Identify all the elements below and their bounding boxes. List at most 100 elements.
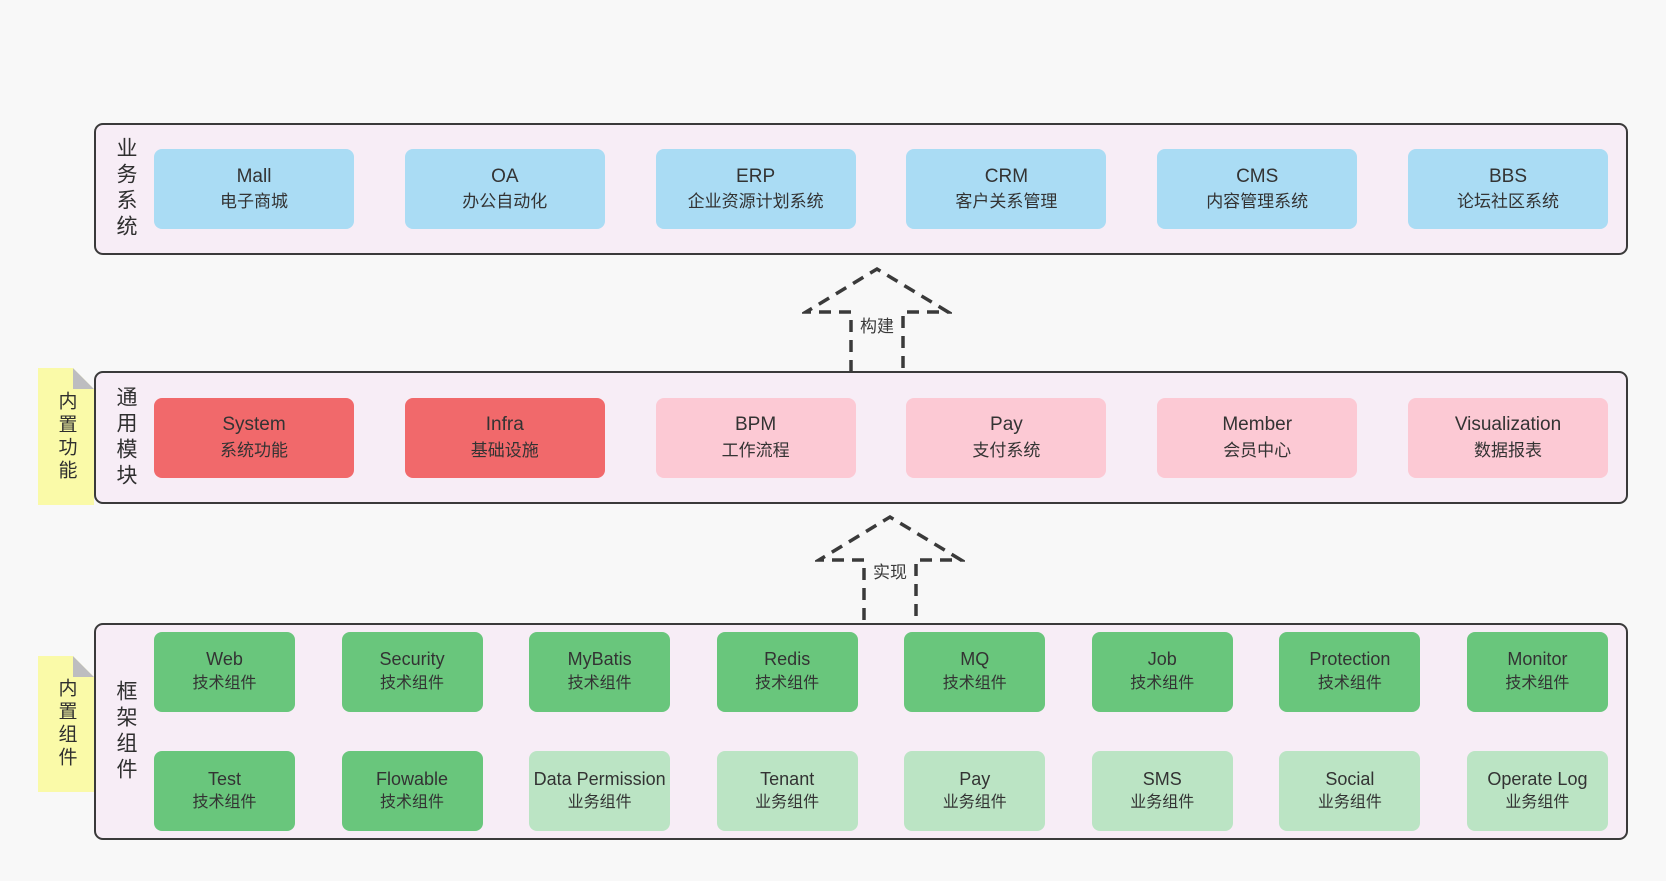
box-name: Data Permission bbox=[533, 768, 666, 789]
box-subtitle: 技术组件 bbox=[1505, 674, 1570, 692]
box-subtitle: 技术组件 bbox=[380, 794, 445, 812]
box-name: Pay bbox=[990, 414, 1023, 436]
box-subtitle: 技术组件 bbox=[1317, 674, 1382, 692]
box-subtitle: 业务组件 bbox=[942, 794, 1007, 812]
box-name: Redis bbox=[764, 649, 811, 670]
box-subtitle: 业务组件 bbox=[755, 794, 820, 812]
box-subtitle: 技术组件 bbox=[942, 674, 1007, 692]
box-pay-component: Pay 业务组件 bbox=[904, 751, 1046, 832]
sticky-note-builtin-components: 内置组件 bbox=[38, 656, 94, 792]
box-subtitle: 内容管理系统 bbox=[1206, 192, 1309, 212]
box-system: System 系统功能 bbox=[154, 397, 354, 478]
box-name: Flowable bbox=[376, 768, 449, 789]
implement-arrow-label: 实现 bbox=[868, 556, 912, 585]
box-subtitle: 基础设施 bbox=[470, 440, 539, 460]
box-web: Web 技术组件 bbox=[154, 631, 295, 712]
box-name: BPM bbox=[735, 414, 777, 436]
box-name: Monitor bbox=[1507, 649, 1568, 670]
box-name: Infra bbox=[485, 414, 524, 436]
box-subtitle: 支付系统 bbox=[972, 440, 1041, 460]
box-test: Test 技术组件 bbox=[154, 751, 295, 832]
box-mq: MQ 技术组件 bbox=[904, 631, 1046, 712]
box-subtitle: 电子商城 bbox=[220, 192, 288, 212]
box-name: Mall bbox=[236, 165, 272, 187]
box-name: CMS bbox=[1236, 165, 1279, 187]
box-name: Test bbox=[207, 768, 241, 789]
box-cms: CMS 内容管理系统 bbox=[1157, 149, 1358, 229]
box-name: ERP bbox=[736, 165, 776, 187]
box-name: CRM bbox=[984, 165, 1029, 187]
box-data-permission: Data Permission 业务组件 bbox=[529, 751, 671, 832]
box-subtitle: 工作流程 bbox=[721, 440, 790, 460]
box-name: Tenant bbox=[760, 768, 815, 789]
box-subtitle: 企业资源计划系统 bbox=[687, 192, 824, 212]
box-name: Web bbox=[206, 649, 243, 670]
dashed-up-arrow-icon bbox=[815, 514, 965, 620]
band-label-common-modules: 通用模块 bbox=[114, 385, 137, 490]
box-bpm: BPM 工作流程 bbox=[655, 397, 856, 478]
box-oa: OA 办公自动化 bbox=[404, 149, 605, 229]
box-sms: SMS 业务组件 bbox=[1091, 751, 1233, 832]
box-name: Visualization bbox=[1454, 414, 1562, 436]
implement-arrow: 实现 bbox=[815, 512, 965, 622]
box-name: MyBatis bbox=[567, 649, 632, 670]
sticky-fold-corner-icon bbox=[73, 656, 94, 677]
band-framework-components: 框架组件 Web 技术组件 Security 技术组件 MyBatis 技术组件… bbox=[94, 623, 1628, 840]
box-mybatis: MyBatis 技术组件 bbox=[529, 631, 671, 712]
band-label-business-systems: 业务系统 bbox=[114, 137, 137, 241]
box-crm: CRM 客户关系管理 bbox=[906, 149, 1107, 229]
box-name: OA bbox=[491, 165, 519, 187]
box-name: SMS bbox=[1142, 768, 1182, 789]
band-business-systems: 业务系统 Mall 电子商城 OA 办公自动化 ERP 企业资源计划系统 CRM… bbox=[94, 123, 1628, 255]
box-bbs: BBS 论坛社区系统 bbox=[1407, 149, 1608, 229]
box-erp: ERP 企业资源计划系统 bbox=[655, 149, 856, 229]
build-arrow: 构建 bbox=[802, 266, 952, 372]
box-security: Security 技术组件 bbox=[341, 631, 483, 712]
box-flowable: Flowable 技术组件 bbox=[341, 751, 483, 832]
box-member: Member 会员中心 bbox=[1157, 397, 1358, 478]
sticky-fold-corner-icon bbox=[73, 368, 94, 389]
box-subtitle: 客户关系管理 bbox=[955, 192, 1058, 212]
box-protection: Protection 技术组件 bbox=[1279, 631, 1421, 712]
box-mall: Mall 电子商城 bbox=[154, 149, 354, 229]
box-visualization: Visualization 数据报表 bbox=[1407, 397, 1608, 478]
box-name: Social bbox=[1325, 768, 1375, 789]
sticky-note-builtin-features: 内置功能 bbox=[38, 368, 94, 505]
box-subtitle: 业务组件 bbox=[1130, 794, 1195, 812]
box-subtitle: 技术组件 bbox=[1130, 674, 1195, 692]
box-operate-log: Operate Log 业务组件 bbox=[1466, 751, 1608, 832]
box-name: Security bbox=[379, 649, 445, 670]
sticky-note-label: 内置组件 bbox=[55, 678, 77, 770]
box-name: System bbox=[222, 414, 286, 436]
dashed-up-arrow-icon bbox=[802, 266, 952, 372]
box-redis: Redis 技术组件 bbox=[716, 631, 858, 712]
box-subtitle: 系统功能 bbox=[220, 440, 288, 460]
box-name: Protection bbox=[1309, 649, 1391, 670]
box-subtitle: 会员中心 bbox=[1223, 440, 1292, 460]
box-tenant: Tenant 业务组件 bbox=[716, 751, 858, 832]
box-social: Social 业务组件 bbox=[1279, 751, 1421, 832]
box-name: MQ bbox=[960, 649, 990, 670]
box-subtitle: 办公自动化 bbox=[462, 192, 548, 212]
box-subtitle: 业务组件 bbox=[1317, 794, 1382, 812]
box-infra: Infra 基础设施 bbox=[404, 397, 605, 478]
box-monitor: Monitor 技术组件 bbox=[1466, 631, 1608, 712]
band-label-framework-components: 框架组件 bbox=[114, 679, 137, 784]
box-subtitle: 数据报表 bbox=[1473, 440, 1542, 460]
box-subtitle: 技术组件 bbox=[567, 674, 632, 692]
box-subtitle: 技术组件 bbox=[192, 674, 257, 692]
box-name: Member bbox=[1222, 414, 1293, 436]
box-subtitle: 业务组件 bbox=[1505, 794, 1570, 812]
box-name: Job bbox=[1147, 649, 1177, 670]
box-subtitle: 业务组件 bbox=[567, 794, 632, 812]
sticky-note-label: 内置功能 bbox=[55, 390, 77, 483]
box-subtitle: 技术组件 bbox=[380, 674, 445, 692]
box-subtitle: 论坛社区系统 bbox=[1456, 192, 1559, 212]
box-subtitle: 技术组件 bbox=[755, 674, 820, 692]
band-common-modules: 通用模块 System 系统功能 Infra 基础设施 BPM 工作流程 Pay… bbox=[94, 371, 1628, 504]
box-name: BBS bbox=[1488, 165, 1527, 187]
box-name: Pay bbox=[959, 768, 991, 789]
build-arrow-label: 构建 bbox=[855, 310, 899, 339]
box-name: Operate Log bbox=[1487, 768, 1588, 789]
